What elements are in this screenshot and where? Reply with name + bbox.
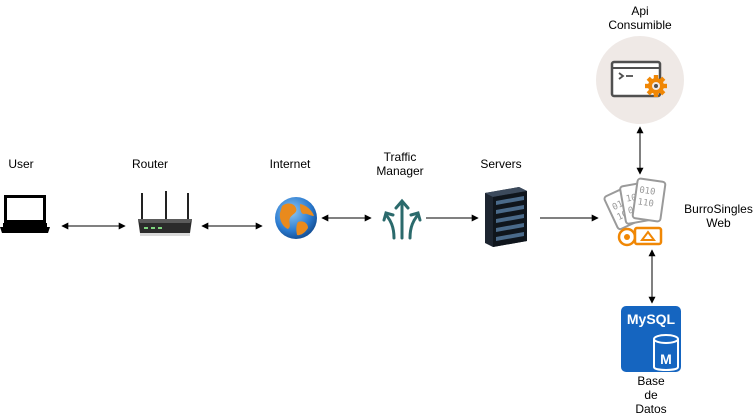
burro-singles-web-label: BurroSingles Web	[684, 202, 753, 230]
svg-text:110: 110	[637, 197, 654, 209]
servers-label: Servers	[480, 157, 522, 171]
globe-icon	[275, 197, 317, 239]
binary-code-icon: 01 10 10 01 010 110	[603, 177, 667, 247]
internet-label: Internet	[269, 157, 311, 171]
router-icon	[138, 191, 192, 236]
traffic-manager-icon	[382, 198, 422, 240]
burro-singles-web-node[interactable]: 01 10 10 01 010 110	[603, 176, 667, 255]
mysql-badge-letter: M	[660, 351, 672, 367]
user-node[interactable]	[0, 193, 52, 242]
mysql-database-icon: MySQL M	[621, 306, 681, 372]
mysql-badge-text: MySQL	[627, 311, 676, 327]
database-label: Base de Datos	[635, 374, 667, 415]
svg-text:01: 01	[611, 199, 625, 213]
servers-node[interactable]	[483, 185, 529, 254]
router-node[interactable]	[136, 189, 194, 246]
internet-node[interactable]	[272, 196, 320, 245]
api-console-gear-icon	[596, 36, 684, 124]
api-label: Api Consumible	[608, 4, 672, 32]
api-node[interactable]	[595, 35, 685, 130]
laptop-icon	[0, 195, 50, 233]
traffic-manager-node[interactable]	[382, 196, 422, 245]
router-label: Router	[131, 157, 169, 171]
svg-text:10: 10	[625, 193, 637, 205]
user-label: User	[8, 157, 34, 171]
database-node[interactable]: MySQL M	[620, 305, 682, 378]
traffic-manager-label: Traffic Manager	[376, 150, 424, 178]
server-rack-icon	[485, 187, 527, 247]
svg-text:010: 010	[639, 186, 656, 198]
